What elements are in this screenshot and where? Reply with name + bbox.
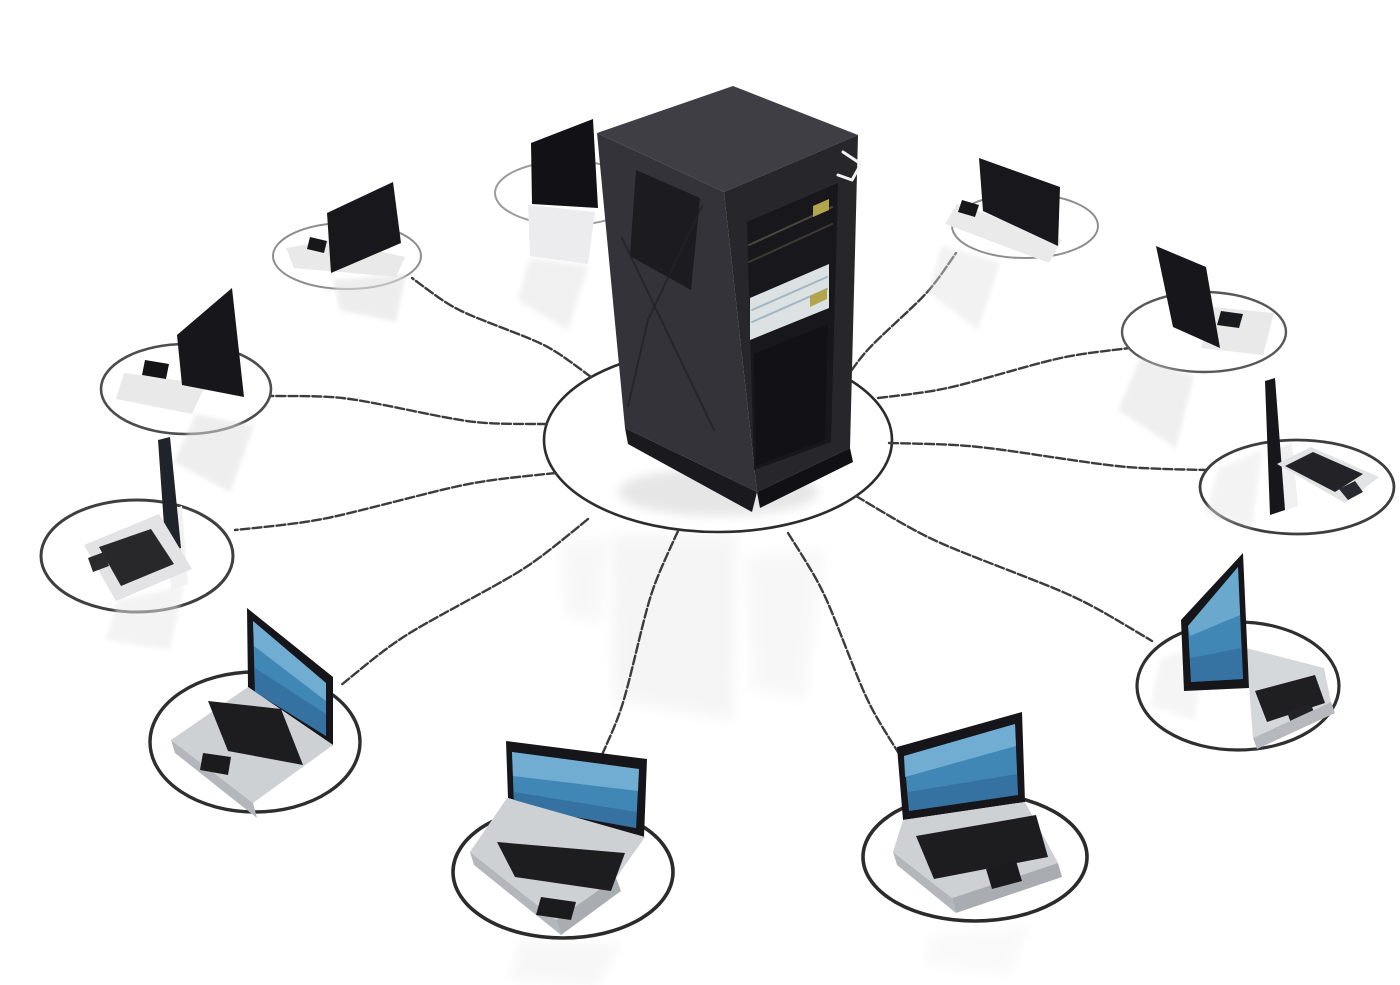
server-white-cable-curl bbox=[836, 150, 863, 182]
screen-blue-highlight bbox=[253, 621, 326, 701]
link-laptop-top-left bbox=[410, 276, 593, 379]
link-laptop-right-edge-on bbox=[887, 441, 1209, 472]
link-laptop-bottom-left bbox=[338, 517, 590, 688]
server-reflection-left bbox=[560, 540, 610, 625]
rack-connector-yellow-2 bbox=[810, 288, 827, 307]
server-base-front-edge bbox=[625, 428, 757, 512]
laptop-screen-blade bbox=[158, 437, 181, 554]
rack-connector-yellow-1 bbox=[813, 199, 829, 217]
link-laptop-upper-right bbox=[876, 346, 1132, 400]
server-handle-notch bbox=[630, 170, 700, 290]
server-reflection-main bbox=[612, 535, 736, 720]
screen-blue-shade bbox=[1190, 648, 1243, 682]
laptop-base bbox=[945, 204, 1062, 263]
laptop-shadow bbox=[518, 258, 588, 330]
screen-blue-shade bbox=[514, 792, 637, 828]
laptop-bottom-left bbox=[148, 608, 362, 818]
laptop-hinge-notch bbox=[307, 237, 327, 253]
rack-drive-bay-white bbox=[750, 264, 829, 340]
server-panel-seam-1 bbox=[621, 237, 715, 431]
laptop-trackpad bbox=[88, 552, 109, 572]
laptop-shadow bbox=[1206, 450, 1262, 528]
laptop-hinge-notch bbox=[958, 200, 979, 217]
server-tower bbox=[597, 86, 863, 516]
rack-slot-line-2 bbox=[748, 223, 833, 263]
screen-blue-shade bbox=[908, 774, 1018, 811]
laptop-left-edge-on bbox=[39, 437, 235, 650]
laptop-shadow bbox=[106, 586, 184, 650]
laptop-keyboard bbox=[208, 701, 303, 765]
laptop-shadow bbox=[174, 414, 254, 492]
laptop-front-edge bbox=[171, 740, 257, 818]
link-laptop-bottom-center bbox=[593, 529, 680, 772]
laptop-screen-back bbox=[531, 119, 598, 208]
laptop-right-edge-on bbox=[1198, 378, 1396, 536]
server-panel-seam-2 bbox=[627, 205, 703, 407]
laptop-trackpad bbox=[986, 861, 1022, 889]
screen-blue-shade bbox=[255, 668, 326, 736]
laptop-trackpad bbox=[536, 897, 576, 920]
server-base-right-edge bbox=[757, 448, 853, 508]
link-laptop-upper-left bbox=[268, 394, 549, 426]
laptop-front-edge bbox=[893, 852, 956, 913]
laptop-front-edge bbox=[1253, 702, 1335, 749]
laptop-top-right bbox=[928, 158, 1099, 330]
laptop-front-edge-2 bbox=[556, 878, 621, 935]
laptop-screen-back bbox=[979, 158, 1060, 246]
rack-drive-line-1 bbox=[751, 276, 828, 311]
laptop-bottom-center bbox=[451, 741, 675, 940]
laptop-keyboard bbox=[1255, 675, 1325, 722]
link-laptop-left-edge-on bbox=[233, 471, 558, 532]
laptop-shadow bbox=[1118, 358, 1194, 448]
network-links bbox=[233, 251, 1209, 772]
laptop-screen-back bbox=[327, 182, 401, 273]
link-laptop-top-right bbox=[836, 251, 958, 392]
laptop-trackpad bbox=[1339, 481, 1363, 500]
link-laptop-right-lower bbox=[854, 494, 1154, 643]
laptop-keyboard bbox=[1285, 452, 1363, 492]
laptop-hinge-notch bbox=[1217, 311, 1243, 328]
server-top-face bbox=[597, 86, 858, 192]
laptop-upper-right bbox=[1118, 246, 1288, 448]
screen-blue-highlight bbox=[904, 724, 1016, 777]
laptop-front-edge-2 bbox=[952, 863, 1062, 913]
rack-lower-dark-panel bbox=[754, 324, 828, 466]
laptop-base bbox=[528, 205, 595, 264]
screen-blue-highlight bbox=[512, 752, 639, 791]
laptop-screen-back bbox=[177, 288, 244, 397]
laptop-screen-blade bbox=[1265, 378, 1285, 515]
server-reflection-right bbox=[745, 550, 825, 700]
screen-blue-highlight bbox=[1188, 567, 1240, 636]
laptop-shadow bbox=[333, 274, 406, 322]
pad-reflection-bottom-right bbox=[925, 925, 1030, 975]
laptop-shadow bbox=[928, 246, 1000, 330]
pad-reflection-bottom-center bbox=[510, 940, 620, 985]
laptop-screen-back bbox=[1156, 246, 1220, 348]
laptop-right-lower bbox=[1135, 553, 1341, 752]
link-laptop-bottom-right bbox=[786, 531, 905, 762]
laptop-top-left bbox=[272, 182, 422, 322]
laptop-keyboard bbox=[99, 529, 174, 586]
laptop-hinge-notch bbox=[142, 360, 169, 379]
laptop-trackpad bbox=[200, 753, 231, 775]
floor-reflections bbox=[510, 535, 1030, 985]
laptop-keyboard bbox=[497, 842, 625, 891]
laptop-bottom-right bbox=[861, 712, 1089, 923]
laptop-upper-left bbox=[99, 288, 273, 492]
